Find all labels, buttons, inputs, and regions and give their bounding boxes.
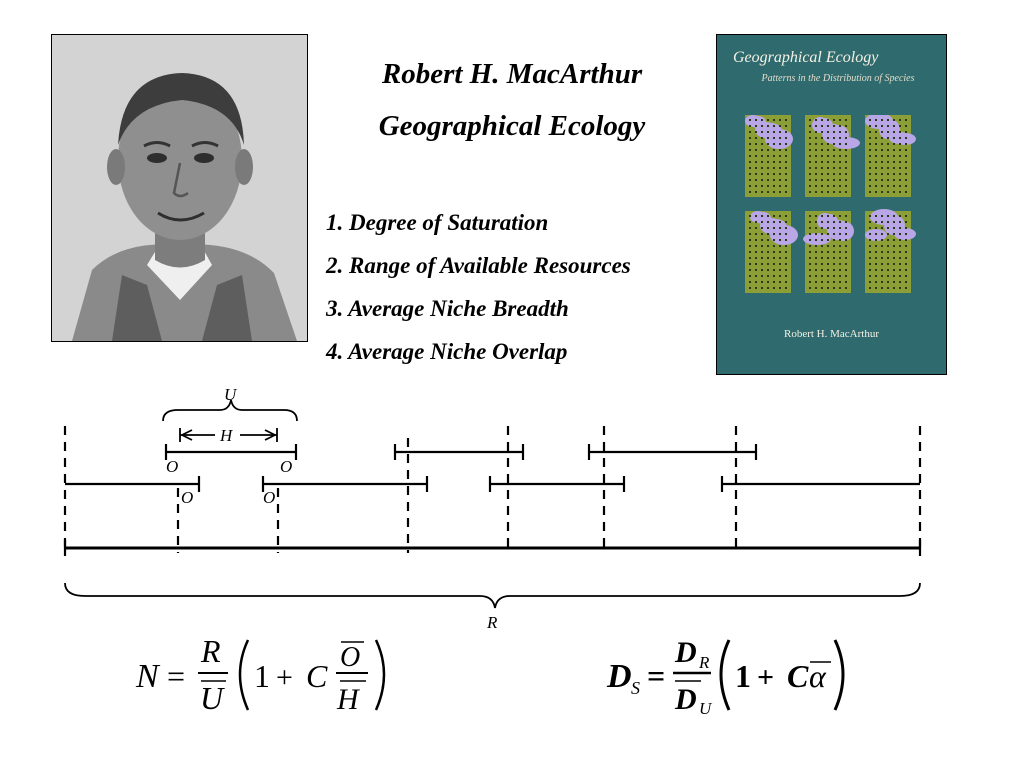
formula-r: R bbox=[200, 633, 221, 669]
formula-du: D bbox=[674, 683, 697, 716]
macarthur-portrait bbox=[51, 34, 308, 342]
formula-sub-r: R bbox=[698, 653, 710, 672]
cover-map-panel bbox=[865, 115, 916, 197]
list-item: 2. Range of Available Resources bbox=[326, 253, 631, 278]
niche-number-formula: N = R U 1 + C O H bbox=[135, 632, 396, 716]
label-overlap: O bbox=[263, 488, 275, 507]
cover-map-panel bbox=[745, 115, 793, 197]
formula-sub-s: S bbox=[631, 678, 640, 698]
cover-subtitle: Patterns in the Distribution of Species bbox=[761, 73, 915, 84]
formula-c: C bbox=[306, 658, 328, 694]
formula-n: N bbox=[135, 658, 161, 695]
formula-d: D bbox=[606, 658, 632, 695]
formula-u: U bbox=[200, 680, 225, 716]
label-overlap: O bbox=[280, 457, 292, 476]
list-item: 3. Average Niche Breadth bbox=[326, 296, 569, 321]
book-cover: Geographical Ecology Patterns in the Dis… bbox=[716, 34, 947, 375]
cover-map-panel bbox=[803, 211, 854, 293]
cover-map-grid bbox=[745, 115, 916, 293]
formula-c: C bbox=[787, 658, 809, 694]
niche-diagram: U H R O O O O bbox=[63, 385, 922, 632]
formula-h: H bbox=[336, 683, 361, 716]
formula-plus: + bbox=[757, 661, 774, 694]
list-item: 1. Degree of Saturation bbox=[326, 210, 549, 235]
cover-title: Geographical Ecology bbox=[733, 49, 879, 66]
formula-sub-u: U bbox=[699, 699, 713, 718]
topic-list: 1. Degree of Saturation 2. Range of Avai… bbox=[326, 208, 631, 380]
list-item: 4. Average Niche Overlap bbox=[326, 339, 568, 364]
formula-one: 1 bbox=[254, 658, 270, 694]
formula-equals: = bbox=[647, 658, 665, 694]
formula-one: 1 bbox=[735, 658, 751, 694]
formula-o: O bbox=[340, 642, 360, 673]
label-overlap: O bbox=[166, 457, 178, 476]
cover-map-panel bbox=[745, 211, 798, 293]
cover-author: Robert H. MacArthur bbox=[783, 328, 879, 340]
diagram-lines bbox=[63, 399, 922, 609]
formula-dr: D bbox=[674, 636, 697, 669]
label-overlap: O bbox=[181, 488, 193, 507]
formula-alpha: α bbox=[809, 658, 827, 694]
cover-map-panel bbox=[805, 115, 860, 197]
saturation-formula: D S = D R D U 1 + C α bbox=[606, 632, 857, 718]
formula-equals: = bbox=[167, 658, 185, 694]
label-r: R bbox=[486, 613, 498, 632]
formula-plus: + bbox=[276, 661, 293, 694]
book-title: Geographical Ecology bbox=[378, 110, 646, 142]
author-title: Robert H. MacArthur bbox=[381, 58, 643, 90]
label-h: H bbox=[219, 426, 234, 445]
cover-map-panel bbox=[865, 209, 916, 293]
label-u: U bbox=[224, 385, 238, 404]
